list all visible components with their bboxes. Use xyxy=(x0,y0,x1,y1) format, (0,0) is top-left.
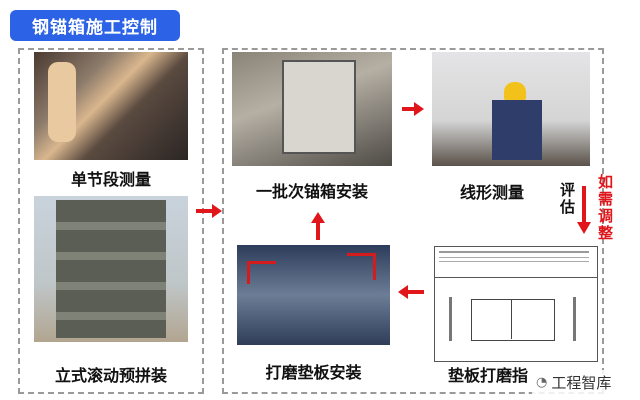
wechat-icon: ◔ xyxy=(536,375,548,390)
shim-grinding-drawing xyxy=(434,246,598,362)
up-arrow xyxy=(316,222,320,240)
left-panel xyxy=(18,48,204,394)
slide-title: 钢锚箱施工控制 xyxy=(10,10,180,41)
preassembly-caption: 立式滚动预拼装 xyxy=(54,366,167,385)
batch-install-photo xyxy=(232,52,392,166)
segment-measure-photo xyxy=(34,52,188,160)
down-arrow-head xyxy=(577,222,591,234)
left-arrow xyxy=(408,290,424,294)
adjust-label: 如需调整 xyxy=(596,174,614,242)
preassembly-photo xyxy=(34,196,188,342)
batch-install-caption: 一批次锚箱安装 xyxy=(255,182,368,201)
right-arrow xyxy=(196,209,214,213)
evaluate-label: 评估 xyxy=(558,182,576,216)
right-arrow-2-head xyxy=(414,102,424,116)
watermark-text: 工程智库 xyxy=(551,374,612,392)
shim-grinding-caption: 垫板打磨指 xyxy=(448,366,529,385)
shim-install-caption: 打磨垫板安装 xyxy=(265,363,362,382)
right-arrow-head xyxy=(212,204,222,218)
right-arrow-2 xyxy=(402,107,416,111)
alignment-measure-photo xyxy=(432,52,590,166)
left-arrow-head xyxy=(398,285,408,299)
watermark: ◔ 工程智库 xyxy=(532,370,616,395)
up-arrow-head xyxy=(311,212,325,223)
down-arrow xyxy=(582,186,586,224)
alignment-measure-caption: 线形测量 xyxy=(459,183,524,202)
segment-measure-caption: 单节段测量 xyxy=(70,170,151,189)
shim-install-render xyxy=(237,245,390,345)
right-panel xyxy=(222,48,604,394)
